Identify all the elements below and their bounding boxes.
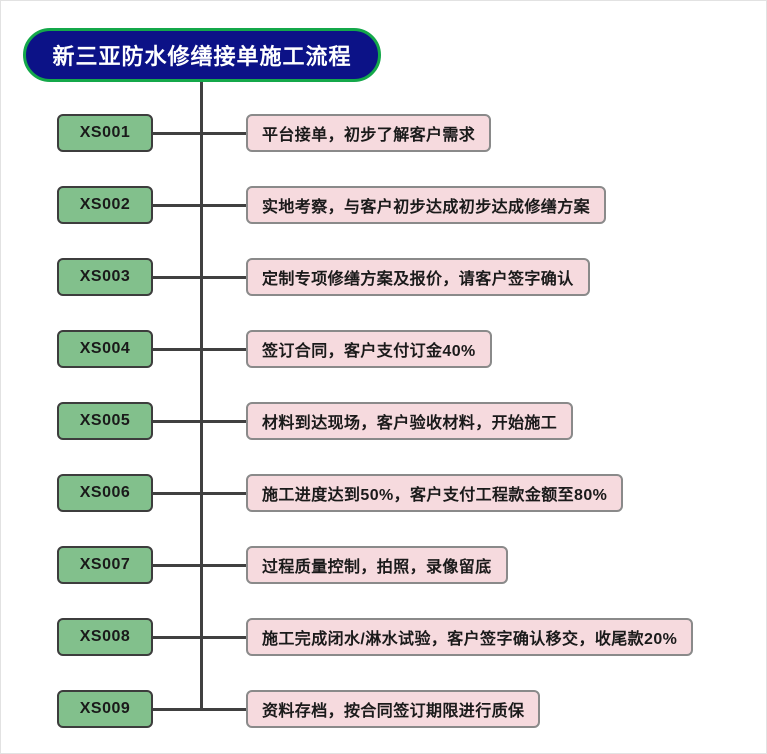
code-label: XS004 bbox=[79, 340, 131, 357]
code-label: XS003 bbox=[79, 268, 131, 285]
horizontal-connector bbox=[153, 204, 246, 207]
code-label: XS009 bbox=[79, 700, 131, 717]
horizontal-connector bbox=[153, 420, 246, 423]
step-label: 过程质量控制，拍照，录像留底 bbox=[262, 559, 492, 576]
step-label: 资料存档，按合同签订期限进行质保 bbox=[262, 703, 525, 720]
horizontal-connector bbox=[153, 708, 246, 711]
step-label: 施工进度达到50%，客户支付工程款金额至80% bbox=[262, 487, 608, 504]
step-box-xs006[interactable]: 施工进度达到50%，客户支付工程款金额至80% bbox=[246, 474, 624, 512]
step-box-xs007[interactable]: 过程质量控制，拍照，录像留底 bbox=[246, 546, 508, 584]
step-label: 平台接单，初步了解客户需求 bbox=[262, 127, 476, 144]
code-box-xs009[interactable]: XS009 bbox=[57, 690, 153, 728]
horizontal-connector bbox=[153, 564, 246, 567]
horizontal-connector bbox=[153, 348, 246, 351]
code-box-xs006[interactable]: XS006 bbox=[57, 474, 153, 512]
code-box-xs003[interactable]: XS003 bbox=[57, 258, 153, 296]
step-box-xs005[interactable]: 材料到达现场，客户验收材料，开始施工 bbox=[246, 402, 574, 440]
code-box-xs001[interactable]: XS001 bbox=[57, 114, 153, 152]
step-box-xs004[interactable]: 签订合同，客户支付订金40% bbox=[246, 330, 492, 368]
code-box-xs005[interactable]: XS005 bbox=[57, 402, 153, 440]
step-box-xs003[interactable]: 定制专项修缮方案及报价，请客户签字确认 bbox=[246, 258, 590, 296]
horizontal-connector bbox=[153, 636, 246, 639]
step-box-xs009[interactable]: 资料存档，按合同签订期限进行质保 bbox=[246, 690, 541, 728]
code-label: XS001 bbox=[79, 124, 131, 141]
page-title: 新三亚防水修缮接单施工流程 bbox=[52, 44, 352, 69]
code-label: XS006 bbox=[79, 484, 131, 501]
code-label: XS008 bbox=[79, 628, 131, 645]
code-box-xs007[interactable]: XS007 bbox=[57, 546, 153, 584]
code-box-xs008[interactable]: XS008 bbox=[57, 618, 153, 656]
code-box-xs002[interactable]: XS002 bbox=[57, 186, 153, 224]
code-label: XS002 bbox=[79, 196, 131, 213]
horizontal-connector bbox=[153, 276, 246, 279]
step-label: 签订合同，客户支付订金40% bbox=[262, 343, 476, 360]
step-box-xs002[interactable]: 实地考察，与客户初步达成初步达成修缮方案 bbox=[246, 186, 607, 224]
code-label: XS007 bbox=[79, 556, 131, 573]
code-label: XS005 bbox=[79, 412, 131, 429]
vertical-spine-connector bbox=[200, 82, 203, 709]
step-box-xs001[interactable]: 平台接单，初步了解客户需求 bbox=[246, 114, 492, 152]
step-label: 实地考察，与客户初步达成初步达成修缮方案 bbox=[262, 199, 591, 216]
step-label: 施工完成闭水/淋水试验，客户签字确认移交，收尾款20% bbox=[262, 631, 678, 648]
horizontal-connector bbox=[153, 492, 246, 495]
step-label: 定制专项修缮方案及报价，请客户签字确认 bbox=[262, 271, 574, 288]
step-label: 材料到达现场，客户验收材料，开始施工 bbox=[262, 415, 558, 432]
flowchart-title-box: 新三亚防水修缮接单施工流程 bbox=[23, 28, 381, 82]
horizontal-connector bbox=[153, 132, 246, 135]
step-box-xs008[interactable]: 施工完成闭水/淋水试验，客户签字确认移交，收尾款20% bbox=[246, 618, 694, 656]
code-box-xs004[interactable]: XS004 bbox=[57, 330, 153, 368]
